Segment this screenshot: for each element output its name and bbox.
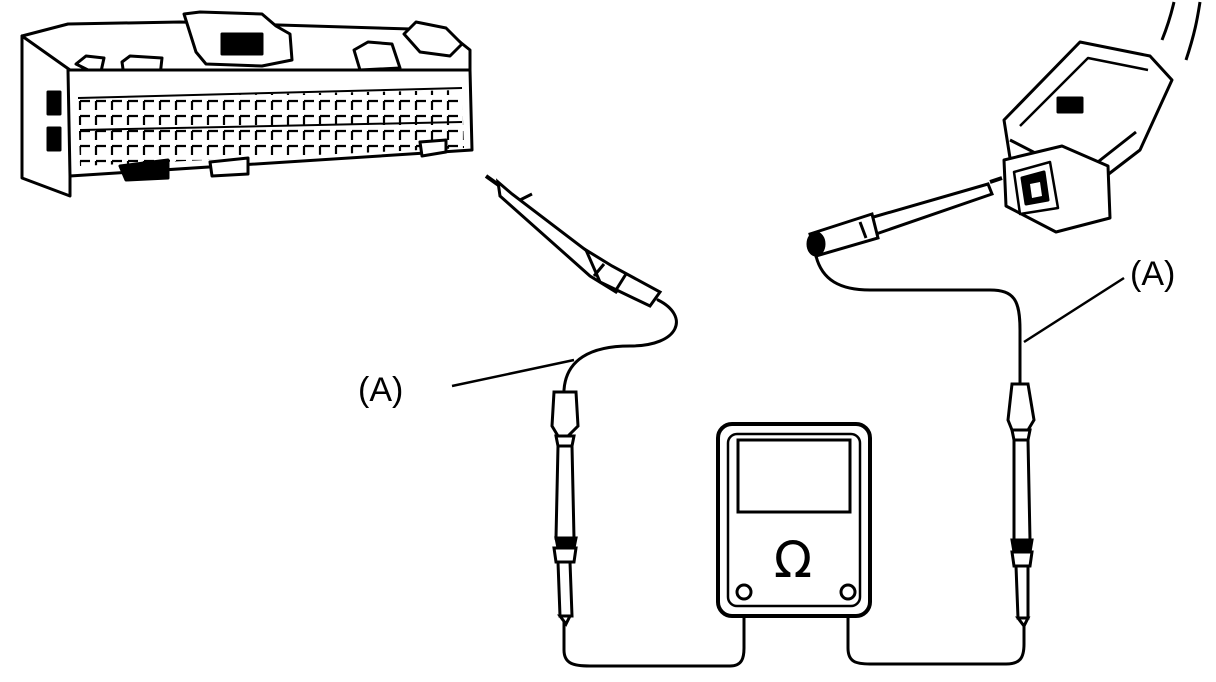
right-test-probe xyxy=(806,176,1003,258)
ohm-icon: Ω xyxy=(773,531,813,589)
meter-jack-right xyxy=(839,583,857,601)
probe-label-right: (A) xyxy=(1130,255,1176,293)
leader-line-left xyxy=(451,358,575,388)
left-test-probe xyxy=(484,174,663,308)
test-lead-wires xyxy=(562,254,1026,668)
harness-connector xyxy=(1002,1,1202,234)
ecu-connector xyxy=(20,10,474,198)
leader-line-right xyxy=(1023,276,1125,344)
left-banana-plug xyxy=(550,390,580,627)
meter-display xyxy=(736,438,852,514)
probe-label-left: (A) xyxy=(358,371,404,409)
ohmmeter xyxy=(716,422,872,618)
label-leader-lines xyxy=(451,276,1125,388)
right-banana-plug xyxy=(1006,382,1036,629)
meter-jack-left xyxy=(735,583,753,601)
